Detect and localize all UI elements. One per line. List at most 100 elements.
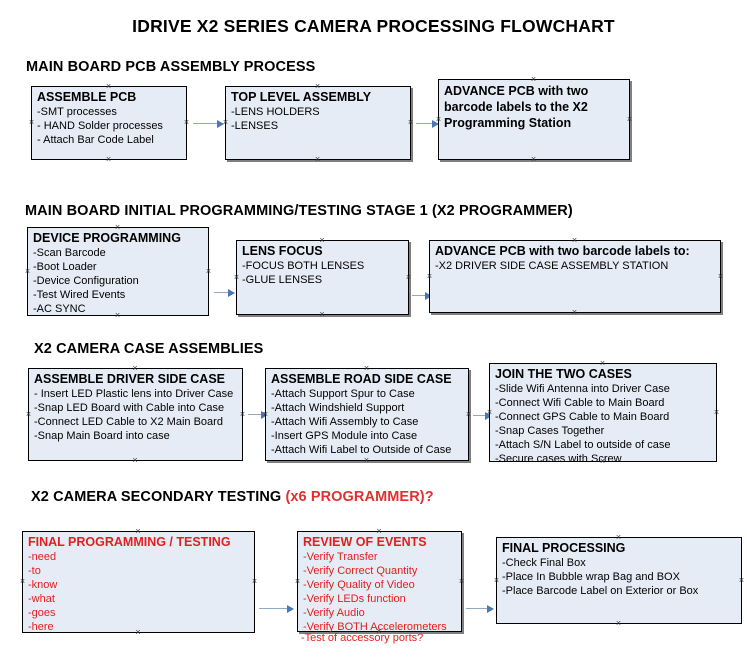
box-line: -AC SYNC [33,303,86,315]
connection-handle-left[interactable] [493,577,500,584]
connection-handle-top[interactable] [571,237,578,244]
box-final-processing[interactable]: FINAL PROCESSING -Check Final Box -Place… [496,537,742,624]
box-advance-pcb-to-driver-side-case-station[interactable]: ADVANCE PCB with two barcode labels to: … [429,240,721,313]
box-top-level-assembly[interactable]: TOP LEVEL ASSEMBLY -LENS HOLDERS -LENSES [225,86,411,160]
connection-handle-right[interactable] [183,119,190,126]
section-heading-x2-camera-secondary-testing: X2 CAMERA SECONDARY TESTING (x6 PROGRAMM… [31,489,434,505]
box-line: -know [28,579,58,591]
arrow-top-level-assembly-to-advance-pcb [416,119,439,128]
box-line: -Check Final Box [502,557,586,569]
box-advance-pcb-to-x2-programming-station[interactable]: ADVANCE PCB with two barcode labels to t… [438,79,630,160]
connection-handle-right[interactable] [738,577,745,584]
connection-handle-bottom[interactable] [319,311,326,318]
box-assemble-pcb[interactable]: ASSEMBLE PCB -SMT processes - HAND Solde… [31,86,187,160]
box-join-the-two-cases[interactable]: JOIN THE TWO CASES -Slide Wifi Antenna i… [486,360,720,465]
connection-handle-left[interactable] [222,119,229,126]
box-line: -X2 DRIVER SIDE CASE ASSEMBLY STATION [435,260,669,272]
connection-handle-top[interactable] [530,76,537,83]
connection-handle-left[interactable] [28,119,35,126]
connection-handle-bottom[interactable] [105,156,112,163]
box-line: -Verify Transfer [303,551,378,563]
connection-handle-bottom[interactable] [114,312,121,319]
box-title: JOIN THE TWO CASES [495,367,632,381]
box-line: -Verify BOTH Accelerometers [303,621,447,633]
connection-handle-right[interactable] [626,116,633,123]
connection-handle-left[interactable] [19,578,26,585]
connection-handle-right[interactable] [405,274,412,281]
box-line: -GLUE LENSES [242,274,323,286]
box-line: -Boot Loader [33,261,97,273]
box-line: -FOCUS BOTH LENSES [242,260,365,272]
connection-handle-left[interactable] [294,578,301,585]
connection-handle-bottom[interactable] [599,458,606,465]
connection-handle-left[interactable] [486,409,493,416]
box-review-of-events[interactable]: REVIEW OF EVENTS -Verify Transfer -Verif… [294,528,465,633]
connection-handle-top[interactable] [132,365,139,372]
box-line: -here [28,621,54,633]
connection-handle-top[interactable] [376,528,383,535]
box-line: -LENS HOLDERS [231,106,320,118]
connection-handle-right[interactable] [458,578,465,585]
box-line: - Attach Bar Code Label [37,134,154,146]
connection-handle-right[interactable] [465,411,472,418]
connection-handle-top[interactable] [599,360,606,367]
connection-handle-top[interactable] [114,224,121,231]
box-title: FINAL PROCESSING [502,541,626,555]
connection-handle-left[interactable] [233,274,240,281]
connection-handle-top[interactable] [314,83,321,90]
connection-handle-bottom[interactable] [363,457,370,464]
box-line: -Slide Wifi Antenna into Driver Case [495,383,670,395]
arrow-final-programming-to-review-of-events [259,604,294,613]
box-line-overflow: -Test of accessory ports? [301,632,424,644]
connection-handle-left[interactable] [426,273,433,280]
box-final-programming-testing[interactable]: FINAL PROGRAMMING / TESTING -need -to -k… [22,531,255,633]
box-line: -Attach Windshield Support [271,402,405,414]
box-lens-focus[interactable]: LENS FOCUS -FOCUS BOTH LENSES -GLUE LENS… [236,240,409,315]
section-heading-text: X2 CAMERA SECONDARY TESTING [31,489,286,505]
page-title: IDRIVE X2 SERIES CAMERA PROCESSING FLOWC… [132,16,615,36]
connection-handle-left[interactable] [262,411,269,418]
connection-handle-right[interactable] [717,273,724,280]
connection-handle-top[interactable] [105,83,112,90]
arrow-lens-focus-to-advance-pcb [412,291,432,300]
connection-handle-bottom[interactable] [132,457,139,464]
box-line: -Snap Cases Together [495,425,605,437]
box-title: ADVANCE PCB with two barcode labels to t… [444,84,589,130]
box-assemble-driver-side-case[interactable]: ASSEMBLE DRIVER SIDE CASE - Insert LED P… [28,368,243,461]
box-line: -Secure cases with Screw [495,453,622,465]
connection-handle-top[interactable] [135,528,142,535]
box-line: -Attach Wifi Assembly to Case [271,416,419,428]
connection-handle-right[interactable] [205,268,212,275]
connection-handle-left[interactable] [24,268,31,275]
connection-handle-right[interactable] [407,119,414,126]
box-line: -Device Configuration [33,275,139,287]
connection-handle-bottom[interactable] [615,620,622,627]
box-device-programming[interactable]: DEVICE PROGRAMMING -Scan Barcode -Boot L… [27,227,209,316]
connection-handle-top[interactable] [319,237,326,244]
connection-handle-bottom[interactable] [135,629,142,636]
connection-handle-left[interactable] [25,411,32,418]
section-heading-main-board-pcb-assembly: MAIN BOARD PCB ASSEMBLY PROCESS [26,59,315,75]
box-line: -Place Barcode Label on Exterior or Box [502,585,699,597]
connection-handle-right[interactable] [713,409,720,416]
connection-handle-top[interactable] [615,534,622,541]
connection-handle-right[interactable] [239,411,246,418]
section-heading-accent: (x6 PROGRAMMER)? [285,489,434,505]
box-line: -Verify Quality of Video [303,579,415,591]
box-line: -Scan Barcode [33,247,106,259]
box-assemble-road-side-case[interactable]: ASSEMBLE ROAD SIDE CASE -Attach Support … [265,368,469,461]
connection-handle-bottom[interactable] [314,156,321,163]
section-heading-text: X2 CAMERA CASE ASSEMBLIES [34,341,264,357]
connection-handle-bottom[interactable] [530,156,537,163]
arrow-assemble-pcb-to-top-level-assembly [193,119,224,128]
box-title: TOP LEVEL ASSEMBLY [231,90,372,104]
box-line: -Snap Main Board into case [34,430,170,442]
box-line: -Connect GPS Cable to Main Board [495,411,670,423]
box-line: -Connect LED Cable to X2 Main Board [34,416,223,428]
connection-handle-right[interactable] [251,578,258,585]
box-line: - Insert LED Plastic lens into Driver Ca… [34,388,234,400]
connection-handle-left[interactable] [435,116,442,123]
connection-handle-bottom[interactable] [571,309,578,316]
connection-handle-top[interactable] [363,365,370,372]
